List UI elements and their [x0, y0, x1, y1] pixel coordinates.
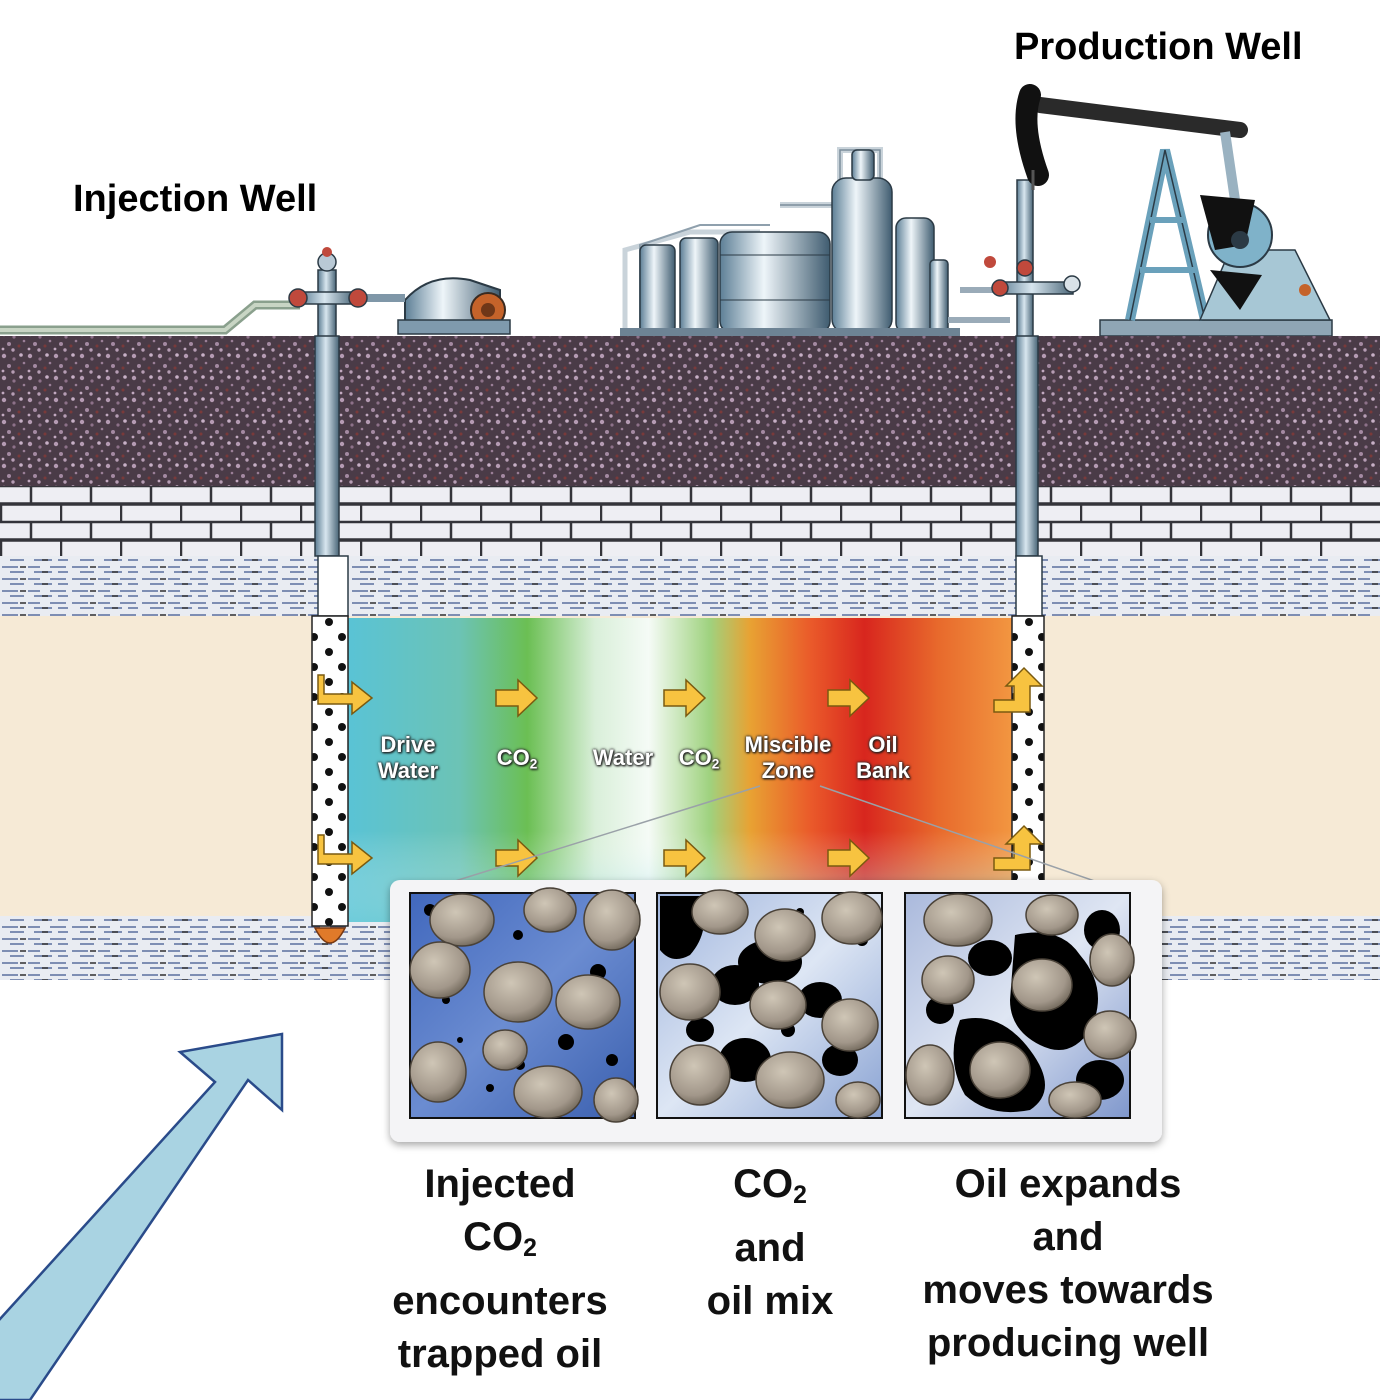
- caption-panel-2: CO2 and oil mix: [706, 1162, 834, 1324]
- flow-arrow: [317, 834, 374, 876]
- flow-arrow: [317, 674, 374, 716]
- injection-well-title: Injection Well: [73, 178, 318, 220]
- pore-panel-3: [904, 892, 1137, 1119]
- injection-wellbore: [311, 335, 349, 944]
- direction-arrow: [0, 1032, 284, 1400]
- injection-pump: [345, 277, 511, 335]
- caption-panel-1: Injected CO2 encounters trapped oil: [392, 1162, 608, 1377]
- flow-arrow: [495, 678, 539, 718]
- flood-front: [345, 618, 1020, 922]
- flow-arrow: [827, 678, 871, 718]
- zone-label-water: Water: [592, 745, 654, 770]
- flow-arrow: [663, 678, 707, 718]
- flow-arrow: [495, 838, 539, 878]
- injection-wellhead: [288, 247, 368, 341]
- zone-label-co2-second: CO2: [678, 745, 720, 772]
- surface-equipment: [0, 84, 1333, 341]
- flow-arrow: [827, 838, 871, 878]
- callout-lines: [409, 785, 1136, 896]
- zone-label-co2: CO2: [496, 745, 538, 772]
- pump-jack: [1015, 84, 1333, 337]
- processing-facility: [620, 147, 1010, 338]
- pore-panel-2: [656, 889, 883, 1119]
- caption-panel-3: Oil expands and moves towards producing …: [922, 1162, 1214, 1365]
- flow-arrows: [317, 666, 1044, 878]
- pore-panel-1: [409, 887, 641, 1123]
- flow-arrow: [993, 666, 1044, 713]
- flow-arrow: [663, 838, 707, 878]
- production-wellhead: [991, 179, 1081, 341]
- production-well-title: Production Well: [1014, 26, 1303, 68]
